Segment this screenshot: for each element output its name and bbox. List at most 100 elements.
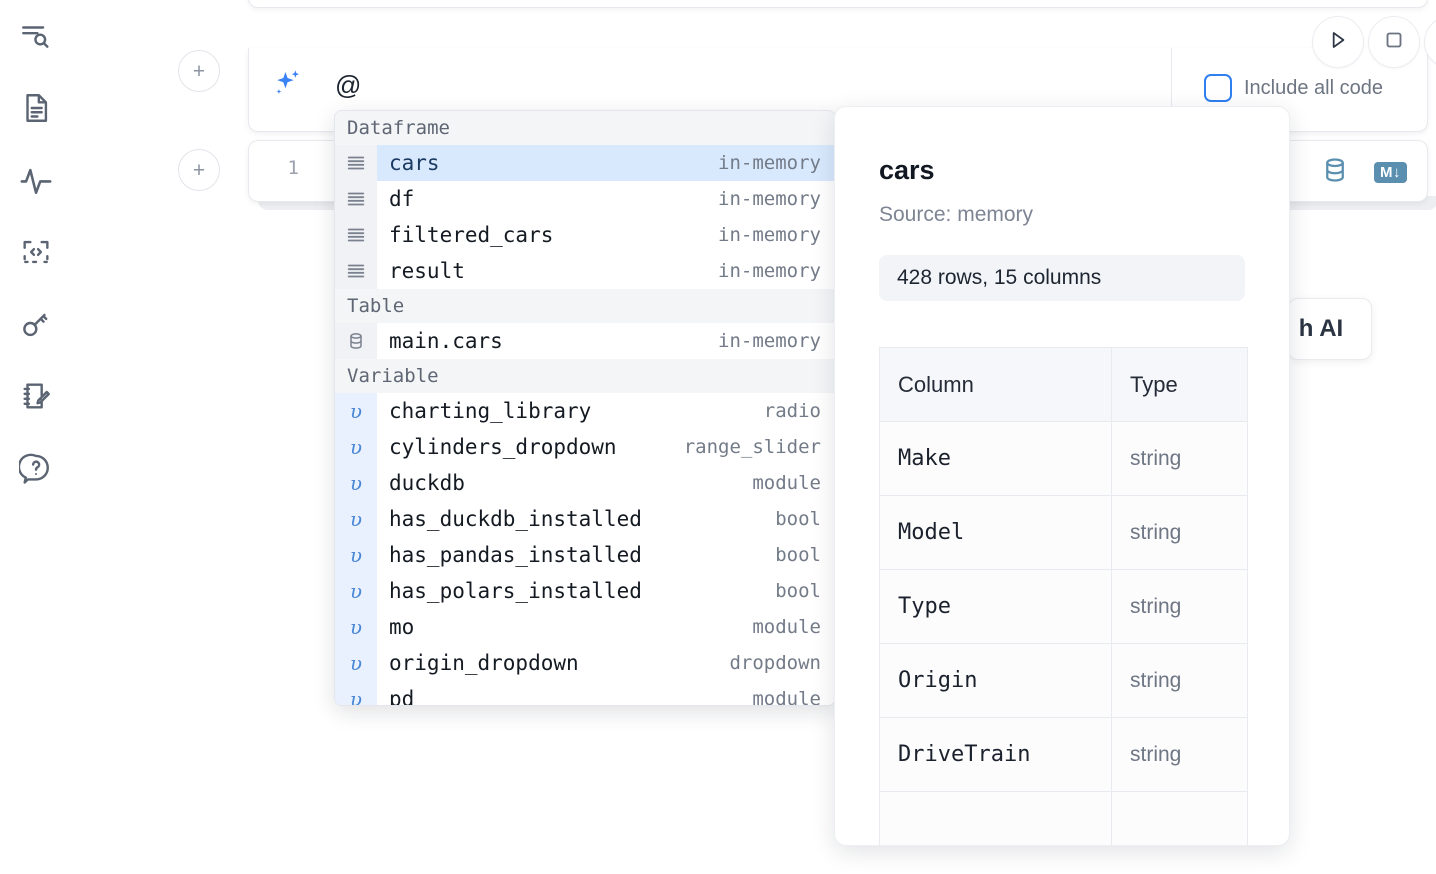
sidebar-item-document[interactable]	[12, 84, 60, 132]
ai-cell-divider	[1171, 48, 1172, 132]
sidebar-item-key[interactable]	[12, 300, 60, 348]
autocomplete-item-kind: in-memory	[718, 260, 821, 282]
autocomplete-section-header: Variable	[335, 359, 835, 393]
add-cell-above-button[interactable]: +	[178, 50, 220, 92]
autocomplete-item[interactable]: υ origin_dropdown dropdown	[335, 645, 835, 681]
autocomplete-item-kind: in-memory	[718, 224, 821, 246]
autocomplete-item-name: duckdb	[389, 471, 465, 495]
dataframe-icon	[335, 253, 377, 289]
sidebar-item-help[interactable]	[12, 444, 60, 492]
stop-square-icon	[1381, 27, 1407, 58]
markdown-badge-label: M	[1380, 164, 1393, 181]
run-button[interactable]	[1312, 16, 1364, 68]
add-cell-label: +	[192, 59, 206, 83]
sidebar-item-explore-search[interactable]	[12, 12, 60, 60]
schema-column-name: Make	[879, 421, 1112, 496]
schema-column-type	[1111, 791, 1248, 845]
autocomplete-item-name: has_duckdb_installed	[389, 507, 642, 531]
schema-column-name: Model	[879, 495, 1112, 570]
autocomplete-section-header: Dataframe	[335, 111, 835, 145]
include-all-code-checkbox[interactable]	[1204, 74, 1232, 102]
variable-icon: υ	[335, 429, 377, 465]
autocomplete-item-name: mo	[389, 615, 415, 639]
schema-table-row-clipped	[879, 791, 1248, 845]
document-icon	[19, 91, 53, 125]
sidebar-item-activity[interactable]	[12, 156, 60, 204]
autocomplete-item-kind: module	[752, 688, 821, 705]
generate-with-ai-label: h AI	[1298, 315, 1344, 342]
explore-search-icon	[19, 19, 53, 53]
line-number: 1	[287, 157, 299, 179]
key-icon	[19, 307, 53, 341]
schema-column-name	[879, 791, 1112, 845]
schema-table-header-row: Column Type	[879, 347, 1248, 422]
autocomplete-item-kind: module	[752, 616, 821, 638]
variable-icon: υ	[335, 537, 377, 573]
database-icon	[335, 323, 377, 359]
help-chat-icon	[19, 451, 53, 485]
sparkle-icon	[271, 66, 305, 100]
ai-prompt-input[interactable]: @	[335, 70, 362, 100]
autocomplete-item-name: has_pandas_installed	[389, 543, 642, 567]
autocomplete-item-name: origin_dropdown	[389, 651, 579, 675]
add-cell-below-button[interactable]: +	[178, 149, 220, 191]
schema-type-header: Type	[1111, 347, 1248, 422]
info-panel-title: cars	[879, 155, 935, 185]
autocomplete-item[interactable]: υ has_duckdb_installed bool	[335, 501, 835, 537]
generate-with-ai-button[interactable]: h AI	[1288, 298, 1372, 360]
schema-col-header: Column	[879, 347, 1112, 422]
schema-column-type: string	[1111, 717, 1248, 792]
info-panel-source: Source: memory	[879, 203, 1034, 226]
autocomplete-item-kind: module	[752, 472, 821, 494]
autocomplete-item-name: result	[389, 259, 465, 283]
autocomplete-item-name: pd	[389, 687, 415, 705]
variable-icon: υ	[335, 609, 377, 645]
dataframe-icon	[335, 145, 377, 181]
variable-icon: υ	[335, 465, 377, 501]
schema-column-type: string	[1111, 421, 1248, 496]
autocomplete-item-name: df	[389, 187, 415, 211]
variable-icon: υ	[335, 573, 377, 609]
dataframe-icon	[335, 181, 377, 217]
autocomplete-item-kind: radio	[763, 400, 821, 422]
autocomplete-item-kind: bool	[775, 508, 821, 530]
schema-column-name: Origin	[879, 643, 1112, 718]
previous-cell-edge	[248, 0, 1428, 8]
sidebar-item-code-snippet[interactable]	[12, 228, 60, 276]
sidebar-item-scratchpad[interactable]	[12, 372, 60, 420]
variable-icon: υ	[335, 501, 377, 537]
autocomplete-item-kind: in-memory	[718, 152, 821, 174]
variable-icon: υ	[335, 645, 377, 681]
include-all-code-label: Include all code	[1244, 76, 1383, 99]
markdown-badge-icon[interactable]: M↓	[1374, 162, 1407, 183]
stop-button[interactable]	[1368, 16, 1420, 68]
code-snippet-icon	[19, 235, 53, 269]
autocomplete-item-kind: in-memory	[718, 330, 821, 352]
autocomplete-item[interactable]: result in-memory	[335, 253, 835, 289]
include-all-code-toggle[interactable]: Include all code	[1204, 74, 1383, 102]
database-icon[interactable]	[1320, 155, 1350, 190]
schema-column-name: Type	[879, 569, 1112, 644]
dataframe-icon	[335, 217, 377, 253]
autocomplete-item-kind: dropdown	[729, 652, 821, 674]
left-sidebar-rail	[0, 0, 72, 874]
